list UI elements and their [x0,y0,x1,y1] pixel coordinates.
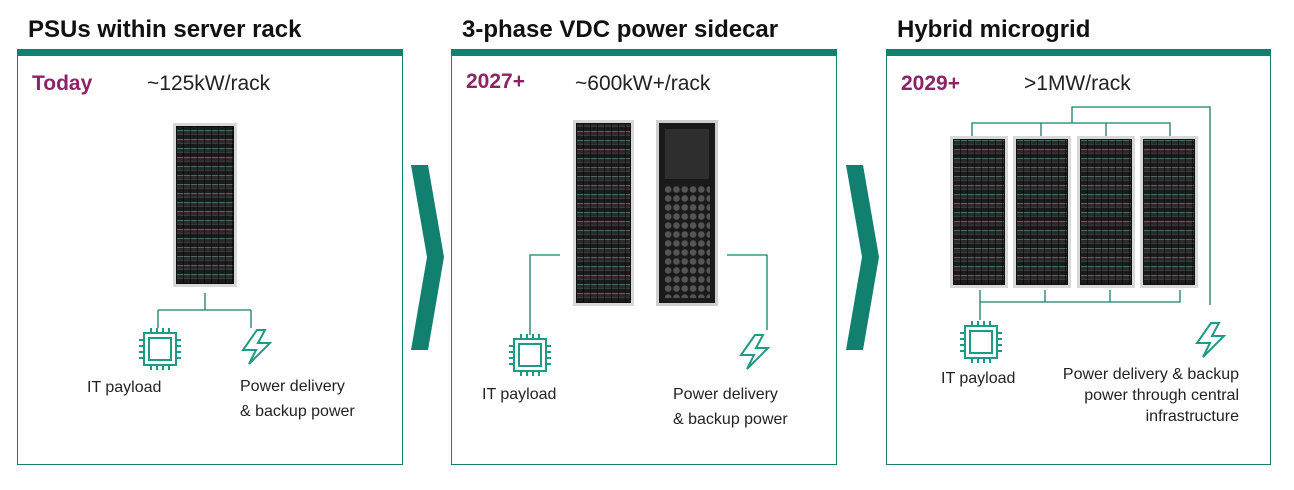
panel-1-power: ~125kW/rack [147,72,271,95]
panel-3-era: 2029+ [901,72,960,95]
connector-line [979,290,1181,320]
server-rack [1140,136,1198,288]
panel-3 [886,49,1271,465]
panel-2-era: 2027+ [466,70,525,93]
panel-3-power-label: Power delivery & backup power through ce… [1062,366,1239,425]
panel-1-power-label: Power delivery & backup power [240,378,355,420]
server-rack [1013,136,1071,288]
lightning-bolt-icon [739,334,771,370]
panel-3-power: >1MW/rack [1024,72,1131,95]
panel-1 [17,49,403,465]
panel-1-title: PSUs within server rack [28,16,302,43]
panel-1-era: Today [32,72,93,95]
connector-line [157,293,252,328]
lightning-bolt-icon [1195,322,1227,358]
panel-2 [451,49,837,465]
connector-line [529,254,768,335]
cpu-chip-icon [960,321,1002,363]
cpu-chip-icon [139,328,181,370]
panel-2-title: 3-phase VDC power sidecar [462,16,779,43]
server-rack [950,136,1008,288]
panel-3-it-label: IT payload [941,370,1016,387]
power-sidecar [656,120,718,306]
chevron-right-icon [846,165,879,350]
lightning-bolt-icon [241,329,273,365]
chevron-right-icon [411,165,444,350]
server-rack [1077,136,1135,288]
panel-2-power-label: Power delivery & backup power [673,386,788,428]
panel-3-title: Hybrid microgrid [897,16,1091,43]
panel-2-it-label: IT payload [482,386,557,403]
server-rack [173,123,237,287]
connector-line [971,106,1211,305]
panel-1-it-label: IT payload [87,379,162,396]
server-rack [573,120,634,306]
cpu-chip-icon [509,334,551,376]
panel-2-power: ~600kW+/rack [575,72,711,95]
